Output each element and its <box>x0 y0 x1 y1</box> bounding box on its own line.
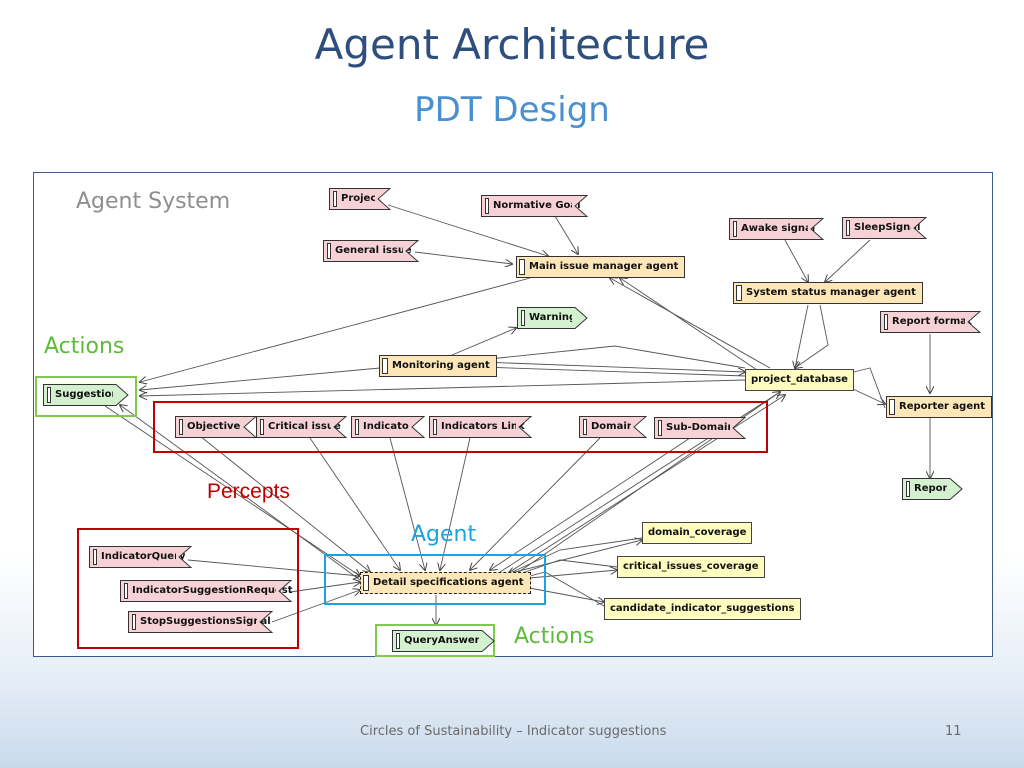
page-number: 11 <box>945 724 962 739</box>
agent-monitoring: Monitoring agent <box>379 355 497 377</box>
node-label: Indicator <box>363 421 414 432</box>
percept-indicator-query: IndicatorQuery <box>89 546 192 568</box>
node-label: Monitoring agent <box>392 360 490 371</box>
node-label: Domain <box>591 421 634 432</box>
agent-system-status-manager: System status manager agent <box>733 282 923 304</box>
percept-sleep-signal: SleepSignal <box>842 217 927 239</box>
node-label: Reporter agent <box>899 401 986 412</box>
node-label: Project <box>341 193 382 204</box>
data-project-database: project_database <box>745 369 854 391</box>
node-label: General issue <box>335 245 412 256</box>
percepts-region-left <box>77 528 299 649</box>
node-label: Indicators Link <box>441 421 525 432</box>
node-label: domain_coverage <box>648 527 747 538</box>
agent-reporter: Reporter agent <box>886 396 993 418</box>
node-label: SleepSignal <box>854 222 921 233</box>
agent-region <box>324 554 546 605</box>
agent-detail-specifications: Detail specifications agent <box>360 572 531 594</box>
percept-project: Project <box>329 188 391 210</box>
percept-general-issue: General issue <box>323 240 419 262</box>
node-label: Report format <box>892 316 972 327</box>
action-report: Report <box>902 478 963 500</box>
node-label: Main issue manager agent <box>529 261 679 272</box>
node-label: Report <box>914 483 953 494</box>
node-label: System status manager agent <box>746 287 916 298</box>
percept-indicator-suggestion-request: IndicatorSuggestionRequest <box>120 580 293 602</box>
percepts-label: Percepts <box>207 480 290 503</box>
agent-system-label: Agent System <box>76 189 231 214</box>
agent-icon <box>889 399 895 415</box>
percepts-region <box>153 401 768 453</box>
node-label: Normative Goal <box>493 200 581 211</box>
agent-icon <box>382 358 388 374</box>
actions-label-left: Actions <box>44 334 125 359</box>
percept-report-format: Report format <box>880 311 981 333</box>
agent-icon <box>519 259 525 275</box>
slide-footer: Circles of Sustainability – Indicator su… <box>360 724 667 739</box>
percept-indicator: Indicator <box>351 416 425 438</box>
node-label: IndicatorSuggestionRequest <box>132 585 293 596</box>
percept-indicators-link: Indicators Link <box>429 416 532 438</box>
slide-subtitle: PDT Design <box>414 90 610 130</box>
node-label: QueryAnswer <box>404 635 480 646</box>
node-label: Detail specifications agent <box>373 577 524 588</box>
node-label: StopSuggestionsSignal <box>140 616 271 627</box>
node-label: Warning <box>529 312 577 323</box>
action-suggestion: Suggestion <box>43 384 129 406</box>
action-warning: Warning <box>517 307 588 329</box>
percept-awake-signal: Awake signal <box>729 218 824 240</box>
actions-region-left <box>35 376 137 417</box>
data-critical-issues-coverage: critical_issues_coverage <box>617 556 765 578</box>
node-label: Sub-Domain <box>666 422 735 433</box>
data-candidate-indicator-suggestions: candidate_indicator_suggestions <box>604 598 801 620</box>
slide-title: Agent Architecture <box>314 20 710 69</box>
action-query-answer: QueryAnswer <box>392 630 495 652</box>
node-label: IndicatorQuery <box>101 551 186 562</box>
agent-label: Agent <box>411 522 477 547</box>
node-label: Awake signal <box>741 223 816 234</box>
agent-icon <box>363 575 369 591</box>
percept-sub-domain: Sub-Domain <box>654 417 746 439</box>
node-label: Suggestion <box>55 389 119 400</box>
node-label: project_database <box>751 374 848 385</box>
percept-domain: Domain <box>579 416 647 438</box>
agent-main-issue-manager: Main issue manager agent <box>516 256 686 278</box>
node-label: Critical issue <box>268 421 341 432</box>
data-domain-coverage: domain_coverage <box>642 522 753 544</box>
node-label: critical_issues_coverage <box>623 561 759 572</box>
percept-stop-suggestions-signal: StopSuggestionsSignal <box>128 611 273 633</box>
node-label: candidate_indicator_suggestions <box>610 603 795 614</box>
node-label: Objective <box>187 421 241 432</box>
actions-label-bottom: Actions <box>514 624 595 649</box>
percept-normative-goal: Normative Goal <box>481 195 588 217</box>
percept-objective: Objective <box>175 416 257 438</box>
agent-icon <box>736 285 742 301</box>
percept-critical-issue: Critical issue <box>256 416 347 438</box>
